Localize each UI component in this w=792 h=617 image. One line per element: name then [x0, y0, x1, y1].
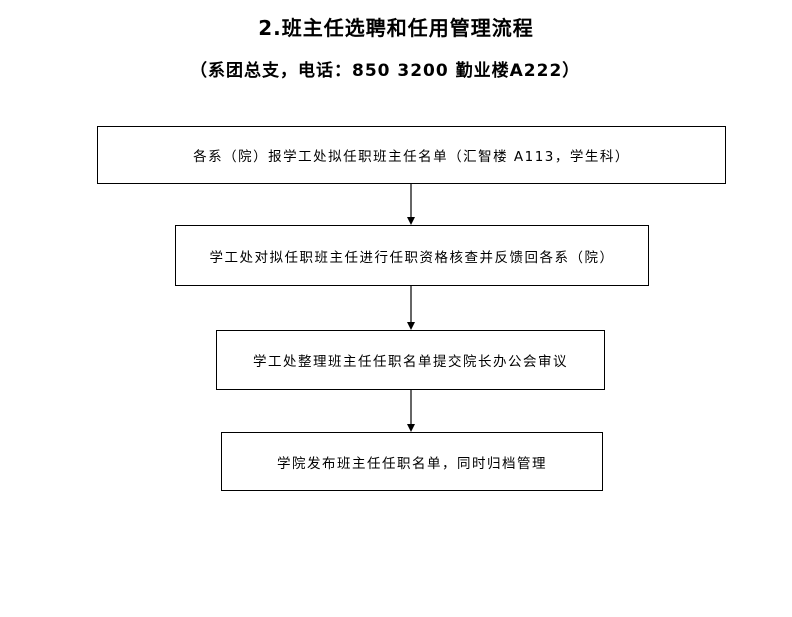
flow-step-1: 各系（院）报学工处拟任职班主任名单（汇智楼 A113，学生科）	[97, 126, 726, 184]
contact-info: （系团总支，电话：850 3200 勤业楼A222）	[190, 61, 581, 81]
flow-step-2: 学工处对拟任职班主任进行任职资格核查并反馈回各系（院）	[175, 225, 649, 286]
flow-step-4-label: 学院发布班主任任职名单，同时归档管理	[277, 455, 547, 472]
flow-step-4: 学院发布班主任任职名单，同时归档管理	[221, 432, 603, 491]
flow-step-1-label: 各系（院）报学工处拟任职班主任名单（汇智楼 A113，学生科）	[193, 149, 630, 165]
flow-step-3: 学工处整理班主任任职名单提交院长办公会审议	[216, 330, 605, 390]
flow-step-3-label: 学工处整理班主任任职名单提交院长办公会审议	[253, 354, 568, 370]
page-title: 2.班主任选聘和任用管理流程	[258, 16, 534, 40]
flow-step-2-label: 学工处对拟任职班主任进行任职资格核查并反馈回各系（院）	[209, 249, 615, 266]
